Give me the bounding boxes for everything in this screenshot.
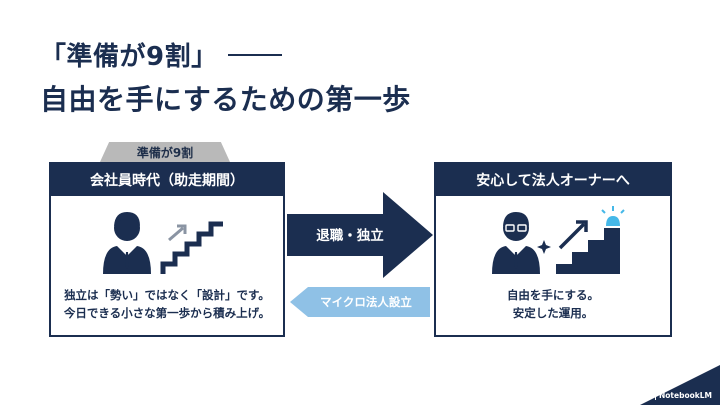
sparkle-icon: [537, 240, 551, 254]
owner-success-icon: [492, 206, 625, 274]
description-line1: 自由を手にする。: [506, 288, 600, 302]
slide-title-line2: 自由を手にするための第一歩: [40, 83, 411, 116]
card-header: 会社員時代（助走期間）: [51, 164, 283, 196]
brand-corner-shape: [640, 365, 720, 405]
preparation-tag: 準備が9割: [100, 142, 230, 162]
description-line1: 独立は「勢い」ではなく「設計」です。: [64, 288, 270, 302]
brand-icon: [645, 391, 656, 400]
micro-corporation-label: マイクロ法人設立: [320, 295, 412, 309]
owner-with-glasses-icon: [492, 212, 540, 274]
businessman-stairs-icon: [103, 212, 223, 274]
description-line2: 安定した運用。: [512, 306, 594, 320]
resign-independence-arrow: [287, 192, 433, 278]
employee-period-card: 会社員時代（助走期間） 独立は「勢い」ではなく「設計」です。 今日できる小さな第…: [49, 162, 285, 337]
resign-independence-label: 退職・独立: [316, 228, 384, 244]
title-dash: [227, 53, 282, 56]
card-header: 安心して法人オーナーへ: [436, 164, 670, 196]
description-line2: 今日できる小さな第一歩から積み上げ。: [63, 306, 271, 320]
micro-corporation-arrow: [290, 287, 430, 317]
rising-stairs-icon: [556, 220, 620, 274]
brand-name: NotebookLM: [658, 391, 712, 400]
stairs-icon: [160, 221, 223, 274]
card-description: 自由を手にする。 安定した運用。: [436, 286, 670, 322]
businessman-icon: [103, 212, 151, 274]
corporate-owner-card: 安心して法人オーナーへ: [434, 162, 672, 337]
beacon-light-icon: [601, 206, 625, 226]
card-description: 独立は「勢い」ではなく「設計」です。 今日できる小さな第一歩から積み上げ。: [51, 286, 283, 322]
title-text: 「準備が9割」: [40, 42, 218, 72]
notebooklm-logo: NotebookLM: [645, 391, 712, 400]
slide-title-line1: 「準備が9割」: [40, 36, 282, 73]
